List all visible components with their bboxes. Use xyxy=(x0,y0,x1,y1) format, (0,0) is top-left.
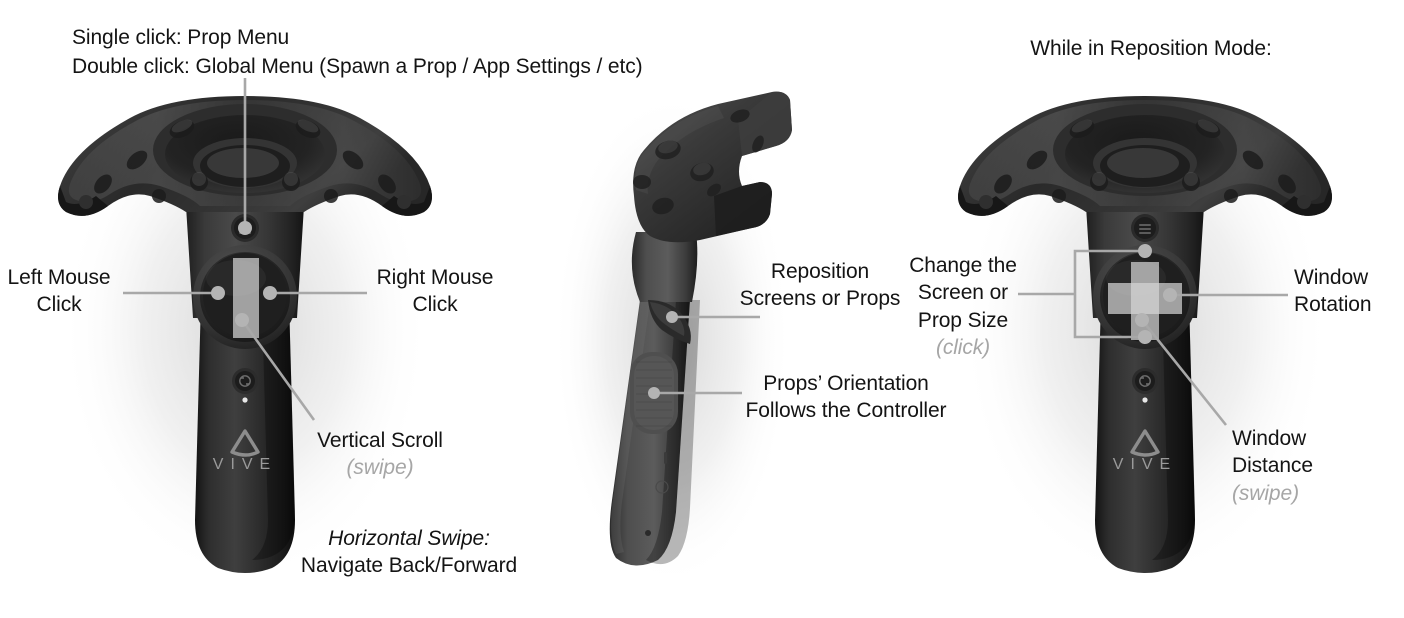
leader-vertical-scroll xyxy=(240,319,316,421)
leader-distance xyxy=(1140,319,1228,426)
callout-right-mouse-line2: Click xyxy=(412,293,458,317)
callout-window-distance-line2: Distance xyxy=(1232,454,1313,478)
callout-grip-line1: Props’ Orientation xyxy=(763,372,929,395)
heading-reposition-mode: While in Reposition Mode: xyxy=(1030,37,1272,60)
callout-horizontal-swipe-line1: Horizontal Swipe: xyxy=(328,527,490,550)
callout-left-mouse-line2: Click xyxy=(36,293,82,317)
callout-window-distance-line1: Window xyxy=(1232,427,1307,450)
callout-vertical-scroll: Vertical Scroll (swipe) xyxy=(290,427,470,482)
svg-text:VIVE: VIVE xyxy=(1113,456,1177,473)
callout-window-distance-hint: (swipe) xyxy=(1232,481,1299,505)
callout-vertical-scroll-line1: Vertical Scroll xyxy=(317,429,443,452)
callout-right-mouse-click: Right Mouse Click xyxy=(372,264,498,319)
callout-window-rotation-line2: Rotation xyxy=(1294,293,1372,317)
menu-icon xyxy=(1139,224,1151,234)
callout-window-rotation: Window Rotation xyxy=(1294,264,1398,319)
callout-vertical-scroll-hint: (swipe) xyxy=(346,456,414,480)
vive-logo-icon: VIVE xyxy=(213,429,277,473)
middle-controller-image xyxy=(552,90,792,590)
leader-dots xyxy=(211,221,1177,399)
svg-text:VIVE: VIVE xyxy=(213,456,277,473)
right-controller-image: VIVE xyxy=(958,75,1332,585)
callout-window-rotation-line1: Window xyxy=(1294,266,1369,289)
heading-left-double-click: Double click: Global Menu (Spawn a Prop … xyxy=(72,55,643,78)
led-indicator xyxy=(242,397,248,403)
callout-horizontal-swipe-line2: Navigate Back/Forward xyxy=(300,554,518,578)
callout-change-size-line2: Screen or xyxy=(917,281,1009,305)
callout-left-mouse-line1: Left Mouse xyxy=(7,266,111,289)
callout-grip-line2: Follows the Controller xyxy=(745,399,947,423)
callout-trigger-line1: Reposition xyxy=(770,260,870,283)
callout-right-mouse-line1: Right Mouse xyxy=(376,266,494,289)
callout-change-size-hint: (click) xyxy=(935,335,991,359)
callout-trigger-line2: Screens or Props xyxy=(739,287,901,311)
callout-change-size-line1: Change the xyxy=(909,254,1017,277)
callout-left-mouse-click: Left Mouse Click xyxy=(0,264,118,319)
callout-horizontal-swipe: Horizontal Swipe: Navigate Back/Forward xyxy=(272,525,546,580)
callout-change-size-line3: Prop Size xyxy=(917,308,1009,332)
callout-trigger-reposition: Reposition Screens or Props xyxy=(737,258,903,313)
heading-left-single-click: Single click: Prop Menu xyxy=(72,26,290,49)
led-indicator xyxy=(1142,397,1148,403)
callout-change-size: Change the Screen or Prop Size (click) xyxy=(908,252,1018,361)
callout-window-distance: Window Distance (swipe) xyxy=(1232,425,1372,507)
system-icon xyxy=(239,375,251,387)
system-icon xyxy=(1139,375,1151,387)
callout-grip-orientation: Props’ Orientation Follows the Controlle… xyxy=(734,370,958,425)
vive-logo-icon: VIVE xyxy=(1113,429,1177,473)
